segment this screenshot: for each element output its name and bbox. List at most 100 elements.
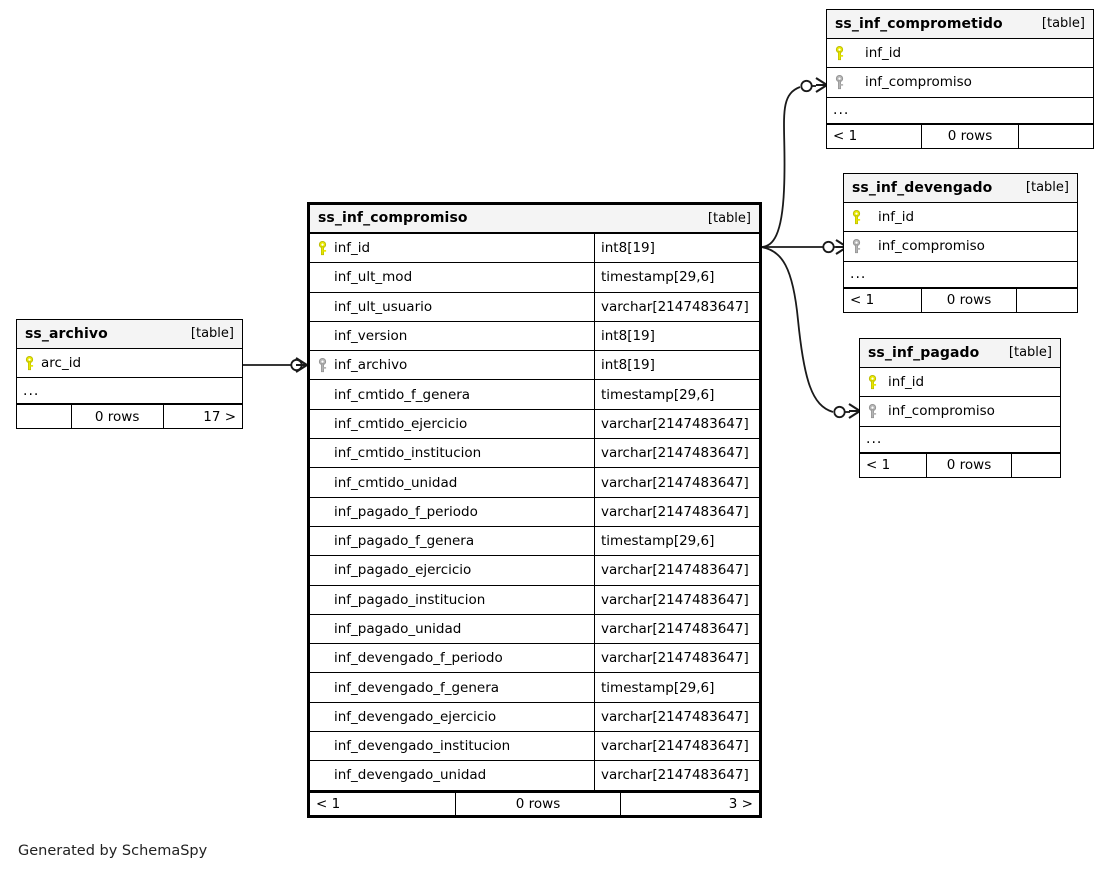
primary-key-icon <box>844 203 868 231</box>
no-key-spacer <box>310 527 334 555</box>
footer-prev[interactable]: < 1 <box>866 457 891 474</box>
table-row[interactable]: inf_devengado_f_periodo varchar[21474836… <box>310 644 759 674</box>
column-type: varchar[2147483647] <box>594 556 759 585</box>
column-type: varchar[2147483647] <box>594 468 759 497</box>
table-footer: < 1 0 rows 3 > <box>310 790 759 815</box>
table-ss-inf-devengado[interactable]: ss_inf_devengado [table] inf_id inf_comp… <box>843 173 1078 313</box>
table-row[interactable]: inf_compromiso <box>827 68 1093 98</box>
table-header: ss_inf_pagado [table] <box>860 339 1060 368</box>
primary-key-icon <box>860 368 884 396</box>
edge-ss-inf-compromiso-to-ss-inf-devengado <box>761 238 849 256</box>
table-title: ss_inf_devengado <box>852 179 993 196</box>
no-key-spacer <box>310 761 334 789</box>
no-key-spacer <box>310 468 334 496</box>
column-type: varchar[2147483647] <box>594 644 759 673</box>
column-type: timestamp[29,6] <box>594 380 759 409</box>
edge-ss-inf-compromiso-to-ss-inf-comprometido <box>760 76 829 248</box>
more-columns-indicator: ... <box>17 378 242 405</box>
footer-next[interactable] <box>1018 124 1092 148</box>
column-name: inf_ult_mod <box>334 269 413 286</box>
column-name: inf_devengado_f_genera <box>334 679 500 696</box>
table-row[interactable]: inf_compromiso <box>860 397 1060 427</box>
column-name: inf_devengado_unidad <box>334 767 487 784</box>
table-title: ss_inf_compromiso <box>318 210 468 226</box>
table-ss-archivo[interactable]: ss_archivo [table] arc_id ... 0 rows 17 … <box>16 319 243 430</box>
table-type-tag: [table] <box>707 210 751 226</box>
no-key-spacer <box>310 263 334 291</box>
table-footer: < 1 0 rows <box>844 287 1077 312</box>
column-type: timestamp[29,6] <box>594 263 759 292</box>
table-row[interactable]: inf_pagado_f_genera timestamp[29,6] <box>310 526 759 557</box>
footer-right[interactable]: 17 > <box>162 405 242 429</box>
column-name: inf_ult_usuario <box>334 298 433 315</box>
table-row[interactable]: inf_id <box>827 39 1093 69</box>
footer-left[interactable] <box>17 405 71 428</box>
table-row[interactable]: inf_ult_mod timestamp[29,6] <box>310 263 759 293</box>
table-row[interactable]: inf_id <box>860 368 1060 398</box>
column-type: varchar[2147483647] <box>594 439 759 468</box>
column-name: inf_cmtido_f_genera <box>334 386 471 403</box>
table-row[interactable]: inf_pagado_institucion varchar[214748364… <box>310 585 759 615</box>
table-row[interactable]: inf_id <box>844 203 1077 233</box>
table-ss-inf-compromiso[interactable]: ss_inf_compromiso [table] inf_id int8[19… <box>307 202 762 818</box>
no-key-spacer <box>310 439 334 467</box>
column-name: inf_id <box>888 374 925 391</box>
table-row[interactable]: arc_id <box>17 349 242 379</box>
column-name: inf_id <box>865 45 902 62</box>
footer-prev[interactable]: < 1 <box>833 128 858 145</box>
column-type: varchar[2147483647] <box>594 614 759 644</box>
table-footer: < 1 0 rows <box>860 452 1060 477</box>
primary-key-icon <box>17 349 41 377</box>
table-row[interactable]: inf_devengado_f_genera timestamp[29,6] <box>310 673 759 703</box>
table-row[interactable]: inf_ult_usuario varchar[2147483647] <box>310 292 759 322</box>
no-key-spacer <box>310 322 334 350</box>
foreign-key-icon <box>310 351 334 379</box>
footer-prev[interactable]: < 1 <box>316 795 341 812</box>
table-row[interactable]: inf_version int8[19] <box>310 321 759 352</box>
column-type: varchar[2147483647] <box>594 497 759 526</box>
column-type: varchar[2147483647] <box>594 409 759 439</box>
table-row[interactable]: inf_cmtido_institucion varchar[214748364… <box>310 439 759 469</box>
table-row[interactable]: inf_devengado_ejercicio varchar[21474836… <box>310 702 759 733</box>
table-row[interactable]: inf_compromiso <box>844 232 1077 262</box>
table-ss-inf-comprometido[interactable]: ss_inf_comprometido [table] inf_id inf_c… <box>826 9 1094 149</box>
table-type-tag: [table] <box>1008 345 1052 360</box>
table-header: ss_inf_comprometido [table] <box>827 10 1093 39</box>
foreign-key-icon <box>860 397 884 425</box>
column-name: inf_pagado_f_genera <box>334 533 475 550</box>
column-name: inf_cmtido_institucion <box>334 445 482 462</box>
column-name: inf_pagado_ejercicio <box>334 562 472 579</box>
table-row[interactable]: inf_id int8[19] <box>310 234 759 264</box>
table-ss-inf-pagado[interactable]: ss_inf_pagado [table] inf_id inf_comprom… <box>859 338 1061 478</box>
no-key-spacer <box>310 380 334 408</box>
footer-prev[interactable]: < 1 <box>850 292 875 309</box>
column-name: inf_pagado_f_periodo <box>334 503 478 520</box>
column-type: varchar[2147483647] <box>594 761 759 790</box>
table-row[interactable]: inf_devengado_institucion varchar[214748… <box>310 732 759 762</box>
table-row[interactable]: inf_archivo int8[19] <box>310 351 759 381</box>
table-header: ss_inf_compromiso [table] <box>310 205 759 234</box>
generated-by-caption: Generated by SchemaSpy <box>18 843 208 859</box>
table-row[interactable]: inf_cmtido_f_genera timestamp[29,6] <box>310 380 759 410</box>
foreign-key-icon <box>827 68 851 96</box>
footer-next[interactable] <box>1016 288 1076 312</box>
footer-rows: 0 rows <box>455 792 620 815</box>
footer-next[interactable]: 3 > <box>620 792 759 815</box>
table-row[interactable]: inf_pagado_ejercicio varchar[2147483647] <box>310 556 759 586</box>
column-name: inf_pagado_institucion <box>334 591 486 608</box>
no-key-spacer <box>310 644 334 672</box>
footer-next[interactable] <box>1011 453 1059 477</box>
table-row[interactable]: inf_cmtido_ejercicio varchar[2147483647] <box>310 409 759 440</box>
column-name: inf_compromiso <box>865 74 972 91</box>
no-key-spacer <box>310 556 334 584</box>
column-type: int8[19] <box>594 234 759 263</box>
edge-ss-archivo-to-ss-inf-compromiso <box>243 356 309 374</box>
table-row[interactable]: inf_pagado_unidad varchar[2147483647] <box>310 614 759 645</box>
no-key-spacer <box>310 498 334 526</box>
table-footer: < 1 0 rows <box>827 123 1093 148</box>
table-header: ss_archivo [table] <box>17 320 242 349</box>
table-row[interactable]: inf_pagado_f_periodo varchar[2147483647] <box>310 497 759 527</box>
table-row[interactable]: inf_devengado_unidad varchar[2147483647] <box>310 761 759 791</box>
column-type: int8[19] <box>594 321 759 351</box>
table-row[interactable]: inf_cmtido_unidad varchar[2147483647] <box>310 468 759 498</box>
